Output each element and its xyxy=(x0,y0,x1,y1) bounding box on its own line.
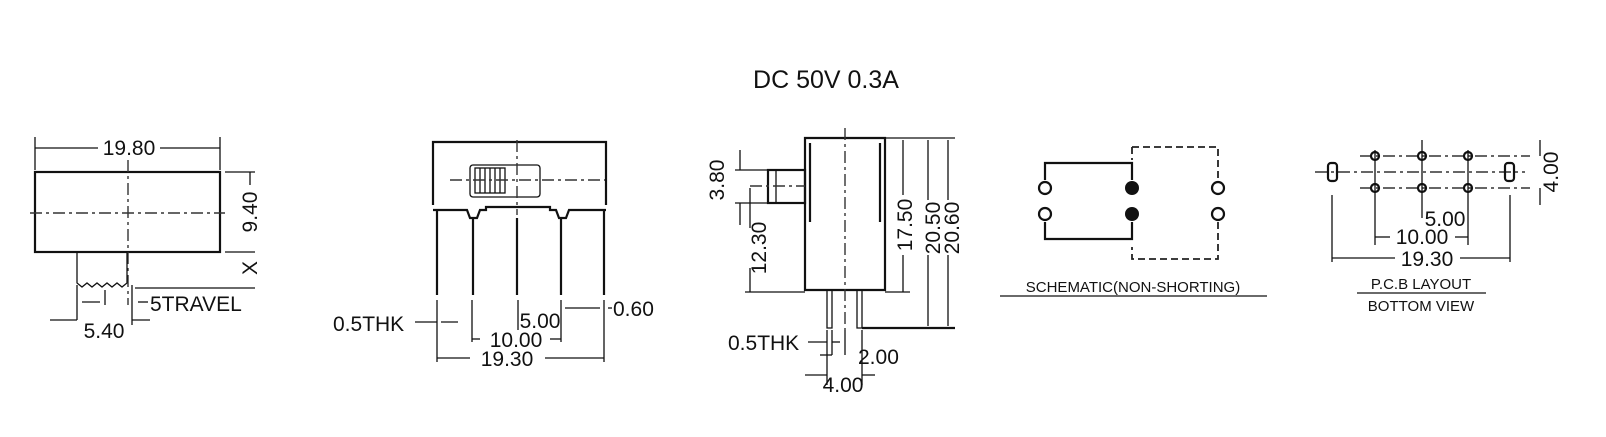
pcb-label: P.C.B LAYOUT xyxy=(1371,276,1471,293)
dim-side-thickness: 0.5THK xyxy=(728,332,799,355)
x-mark: X xyxy=(239,261,262,275)
bottom-view-label: BOTTOM VIEW xyxy=(1368,298,1475,315)
dim-thickness: 0.5THK xyxy=(333,313,404,336)
rating-title: DC 50V 0.3A xyxy=(753,66,899,94)
dim-knob: 5.40 xyxy=(84,320,125,343)
dim-pin-span: 4.00 xyxy=(823,374,864,397)
dim-overall: 19.30 xyxy=(481,348,534,371)
dim-height-a: 20.50 xyxy=(922,202,945,255)
schematic: SCHEMATIC(NON-SHORTING) xyxy=(1000,146,1267,297)
dim-height-b: 20.60 xyxy=(941,202,964,255)
pcb-layout: 4.00 5.00 10.00 19.30 P.C.B LAYOUT BOTTO… xyxy=(1315,140,1563,315)
dim-width: 19.80 xyxy=(103,137,156,160)
front-view: 0.5THK 5.00 10.00 19.30 0.60 xyxy=(333,140,654,371)
dim-travel: 5TRAVEL xyxy=(150,293,242,316)
dim-actuator: 3.80 xyxy=(706,160,729,201)
dim-pcb-overall: 19.30 xyxy=(1401,248,1454,271)
side-view: 3.80 12.30 17.50 20.50 20.60 0.5THK 2.00… xyxy=(706,128,964,397)
top-view: 19.80 9.40 X 5TRAVEL 5.40 xyxy=(30,137,262,343)
dim-body-height: 17.50 xyxy=(894,199,917,252)
dim-span: 10.00 xyxy=(490,329,543,352)
dim-pitch: 5.00 xyxy=(520,310,561,333)
dim-height: 9.40 xyxy=(239,192,262,233)
dim-actuator-height: 12.30 xyxy=(748,222,771,275)
dim-pcb-span: 10.00 xyxy=(1396,226,1449,249)
dim-pin-gap: 2.00 xyxy=(858,346,899,369)
dim-pcb-pitch: 5.00 xyxy=(1425,208,1466,231)
schematic-label: SCHEMATIC(NON-SHORTING) xyxy=(1026,279,1240,296)
dim-pin-width: 0.60 xyxy=(613,298,654,321)
dim-row-pitch: 4.00 xyxy=(1540,152,1563,193)
